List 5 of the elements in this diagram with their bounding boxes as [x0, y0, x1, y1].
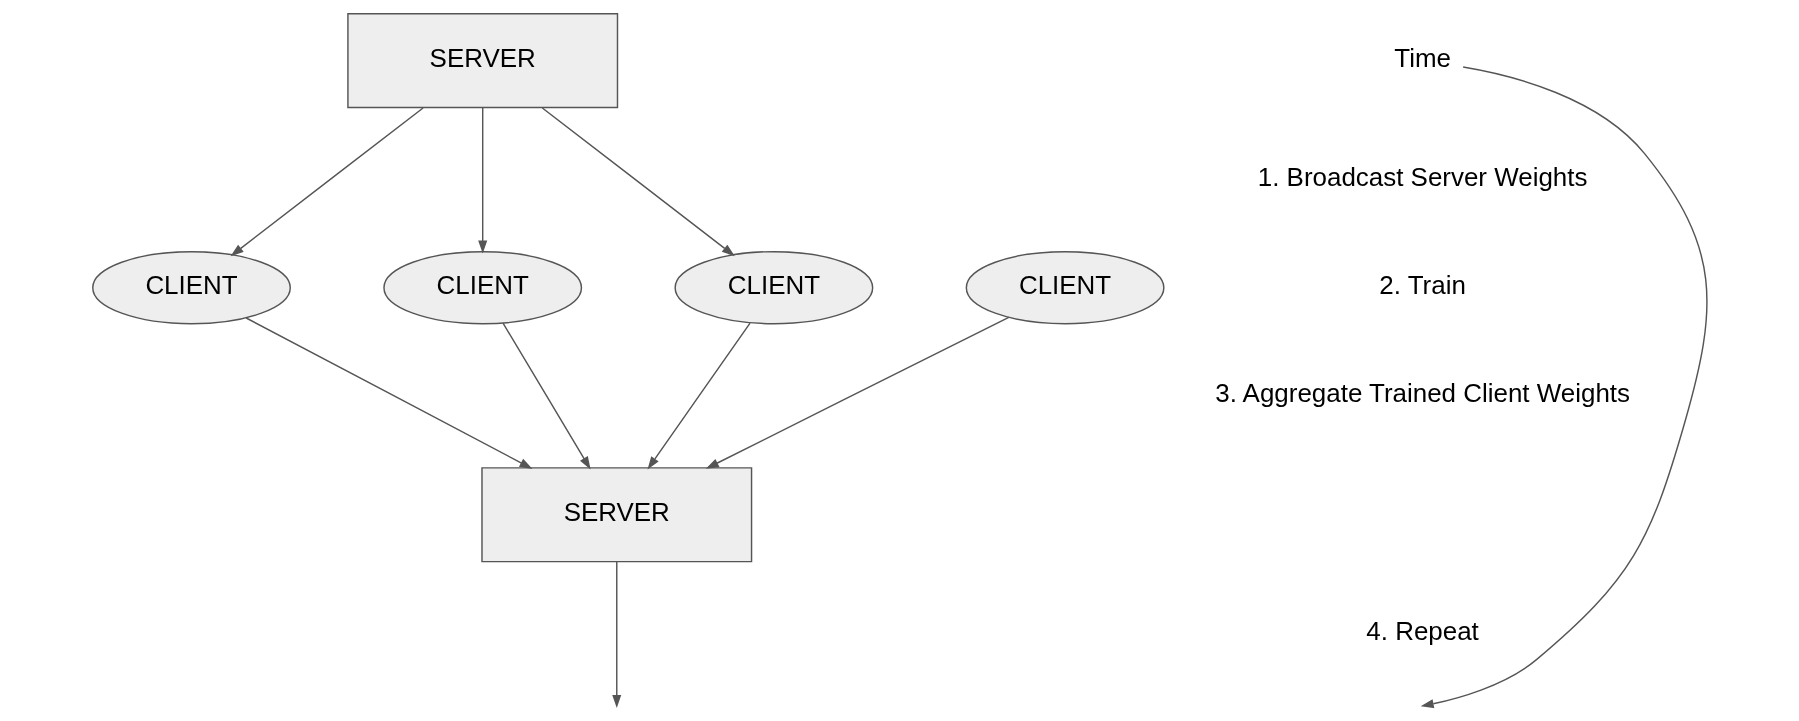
label: Time — [1393, 44, 1451, 72]
label: 3. Aggregate Trained Client Weights — [1214, 379, 1630, 408]
label: 1. Broadcast Server Weights — [1257, 162, 1587, 191]
label: 2. Train — [1378, 271, 1466, 300]
label: 4. Repeat — [1365, 617, 1479, 646]
